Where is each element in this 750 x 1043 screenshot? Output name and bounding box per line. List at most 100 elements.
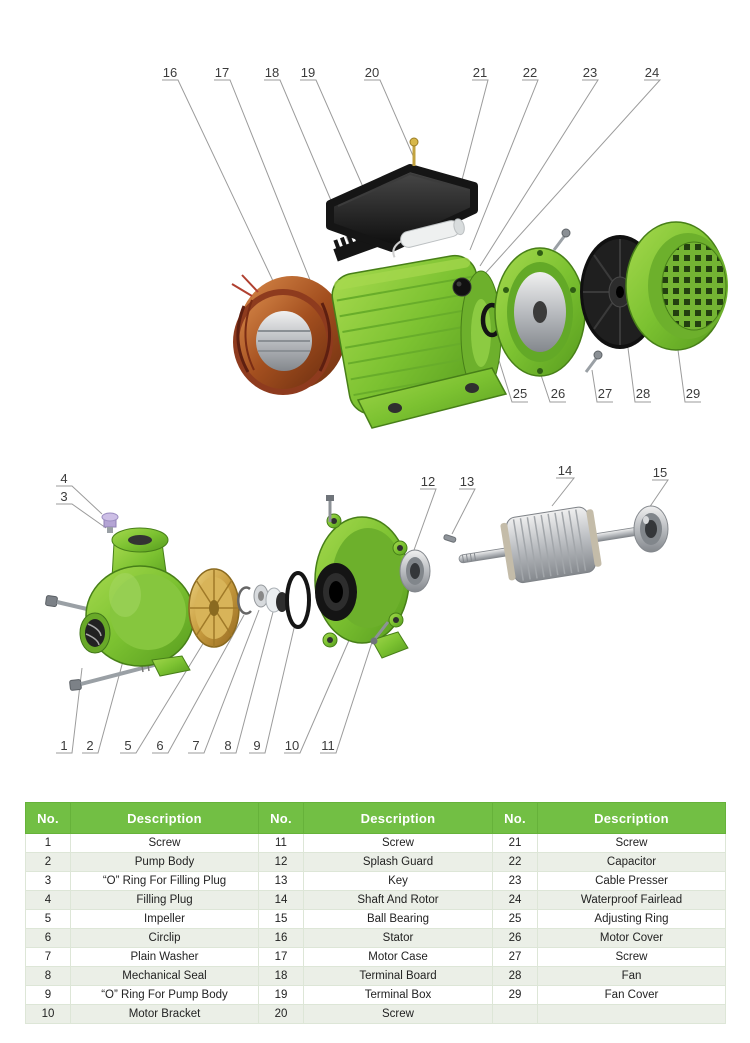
leader-line — [264, 79, 353, 251]
part-no-cell: 29 — [492, 985, 538, 1005]
part-no-cell: 9 — [25, 985, 71, 1005]
callout-label: 22 — [523, 65, 537, 80]
leader-line — [120, 641, 205, 754]
callout-label: 5 — [124, 738, 131, 753]
callout-label: 24 — [645, 65, 659, 80]
callout-label: 28 — [636, 386, 650, 401]
part-no-cell: 4 — [25, 890, 71, 910]
bracket-screws-illustration — [326, 495, 390, 645]
part-description-cell: Filling Plug — [70, 890, 259, 910]
impeller-illustration — [188, 568, 240, 648]
part-description-cell: Terminal Box — [303, 985, 493, 1005]
leader-line — [677, 349, 701, 403]
part-no-cell: 5 — [25, 909, 71, 929]
exploded-diagram: 16 17 18 19 20 21 22 23 24 25 26 27 28 2… — [45, 65, 728, 754]
part-description-cell: Circlip — [70, 928, 259, 948]
o-ring-illustration — [285, 571, 311, 629]
description-header: Description — [537, 802, 726, 834]
callout-label: 16 — [163, 65, 177, 80]
part-description-cell: “O” Ring For Filling Plug — [70, 871, 259, 891]
ball-bearing-front-illustration — [399, 549, 431, 593]
motor-base-illustration — [356, 367, 508, 429]
part-description-cell: Plain Washer — [70, 947, 259, 967]
parts-table: No. Description No. Description No. Desc… — [25, 802, 726, 1024]
part-no-cell: 11 — [258, 833, 304, 853]
part-description-cell: Motor Case — [303, 947, 493, 967]
callout-label: 1 — [60, 738, 67, 753]
callout-label: 7 — [192, 738, 199, 753]
part-no-cell: 12 — [258, 852, 304, 872]
motor-cover-illustration — [494, 247, 586, 377]
part-no-cell: 28 — [492, 966, 538, 986]
leader-line — [539, 371, 566, 403]
capacitor-illustration — [392, 218, 465, 258]
part-description-cell: Cable Presser — [537, 871, 726, 891]
top-screw-illustration — [409, 137, 419, 166]
description-header: Description — [303, 802, 493, 834]
callout-label: 15 — [653, 465, 667, 480]
no-header: No. — [492, 802, 538, 834]
leader-line — [56, 485, 103, 515]
part-description-cell: Terminal Board — [303, 966, 493, 986]
part-description-cell: Screw — [537, 833, 726, 853]
part-description-cell: Fan Cover — [537, 985, 726, 1005]
leader-line — [56, 503, 107, 529]
callout-label: 14 — [558, 463, 572, 478]
part-no-cell: 1 — [25, 833, 71, 853]
shaft-rotor-illustration — [458, 506, 656, 584]
part-description-cell: Screw — [303, 1004, 493, 1024]
part-description-cell: Impeller — [70, 909, 259, 929]
table-header-row: No. Description No. Description No. Desc… — [25, 802, 726, 834]
part-no-cell: 26 — [492, 928, 538, 948]
callout-label: 18 — [265, 65, 279, 80]
part-no-cell: 15 — [258, 909, 304, 929]
callout-label: 6 — [156, 738, 163, 753]
part-description-cell: Screw — [303, 833, 493, 853]
description-header: Description — [70, 802, 259, 834]
part-no-cell: 2 — [25, 852, 71, 872]
callout-label: 9 — [253, 738, 260, 753]
fan-cover-illustration — [625, 221, 728, 351]
leader-line — [214, 79, 333, 336]
leader-line — [449, 79, 489, 227]
callout-label: 2 — [86, 738, 93, 753]
callout-label: 20 — [365, 65, 379, 80]
cover-screws-illustration — [552, 228, 603, 373]
leader-line — [471, 79, 662, 289]
callout-label: 3 — [60, 489, 67, 504]
part-description-cell — [537, 1004, 726, 1024]
part-no-cell: 3 — [25, 871, 71, 891]
part-no-cell: 22 — [492, 852, 538, 872]
callout-label: 23 — [583, 65, 597, 80]
leader-line — [249, 623, 296, 754]
callout-label: 11 — [321, 738, 335, 753]
filling-plug-illustration — [101, 512, 119, 533]
part-description-cell: Pump Body — [70, 852, 259, 872]
part-no-cell: 20 — [258, 1004, 304, 1024]
part-no-cell — [492, 1004, 538, 1024]
no-header: No. — [258, 802, 304, 834]
leader-line — [469, 79, 539, 251]
circlip-illustration — [237, 586, 252, 615]
part-description-cell: Screw — [70, 833, 259, 853]
callout-label: 29 — [686, 386, 700, 401]
leader-lines — [56, 79, 701, 754]
leader-line — [413, 488, 437, 551]
part-description-cell: Ball Bearing — [303, 909, 493, 929]
part-no-cell: 21 — [492, 833, 538, 853]
leader-line — [451, 488, 476, 535]
part-description-cell: Key — [303, 871, 493, 891]
leader-line — [627, 347, 651, 403]
part-description-cell: Shaft And Rotor — [303, 890, 493, 910]
leader-line — [220, 611, 274, 754]
no-header: No. — [25, 802, 71, 834]
callout-label: 26 — [551, 386, 565, 401]
callout-label: 4 — [60, 471, 67, 486]
